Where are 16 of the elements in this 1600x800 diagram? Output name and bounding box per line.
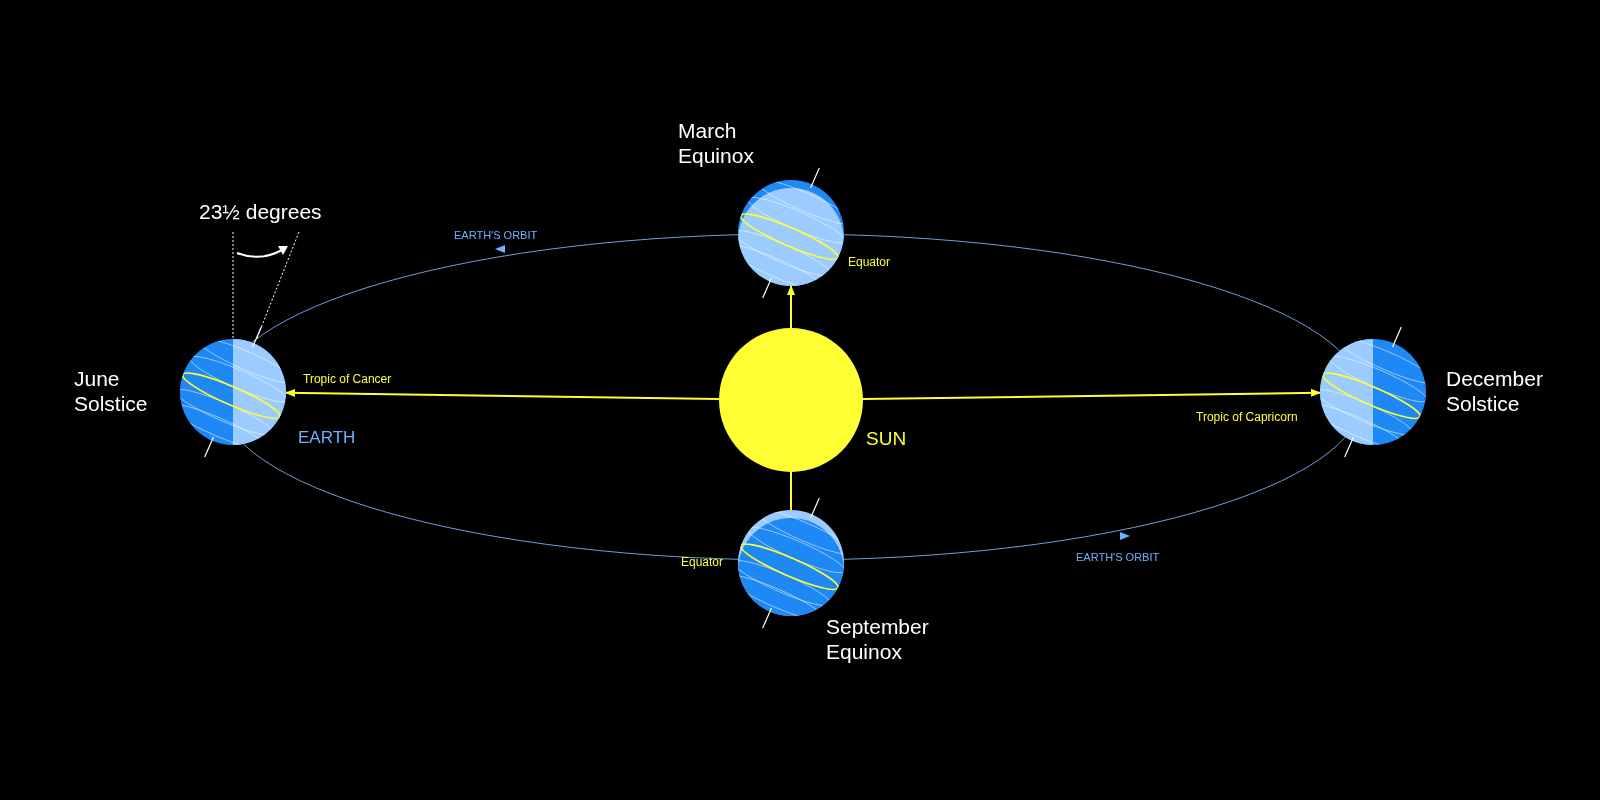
node-label: SUN (866, 428, 907, 451)
node-label: Equator (848, 255, 891, 270)
node-label: September Equinox (826, 614, 930, 665)
node-label: Equator (681, 555, 724, 570)
arrow (862, 388, 1321, 400)
edge-label: Tropic of Capricorn (1194, 410, 1300, 424)
node-label: March Equinox (678, 118, 755, 169)
orbit-label: EARTH'S ORBIT (1076, 551, 1160, 563)
edge-label: Tropic of Cancer (301, 372, 394, 386)
node-label: December Solstice (1446, 366, 1544, 417)
node-label: June Solstice (74, 366, 149, 417)
angle-label: 23½ degrees (199, 200, 322, 224)
arrow (787, 285, 795, 329)
orbit-label: EARTH'S ORBIT (454, 229, 538, 241)
arrow (285, 388, 720, 400)
node-label: EARTH (298, 428, 356, 449)
